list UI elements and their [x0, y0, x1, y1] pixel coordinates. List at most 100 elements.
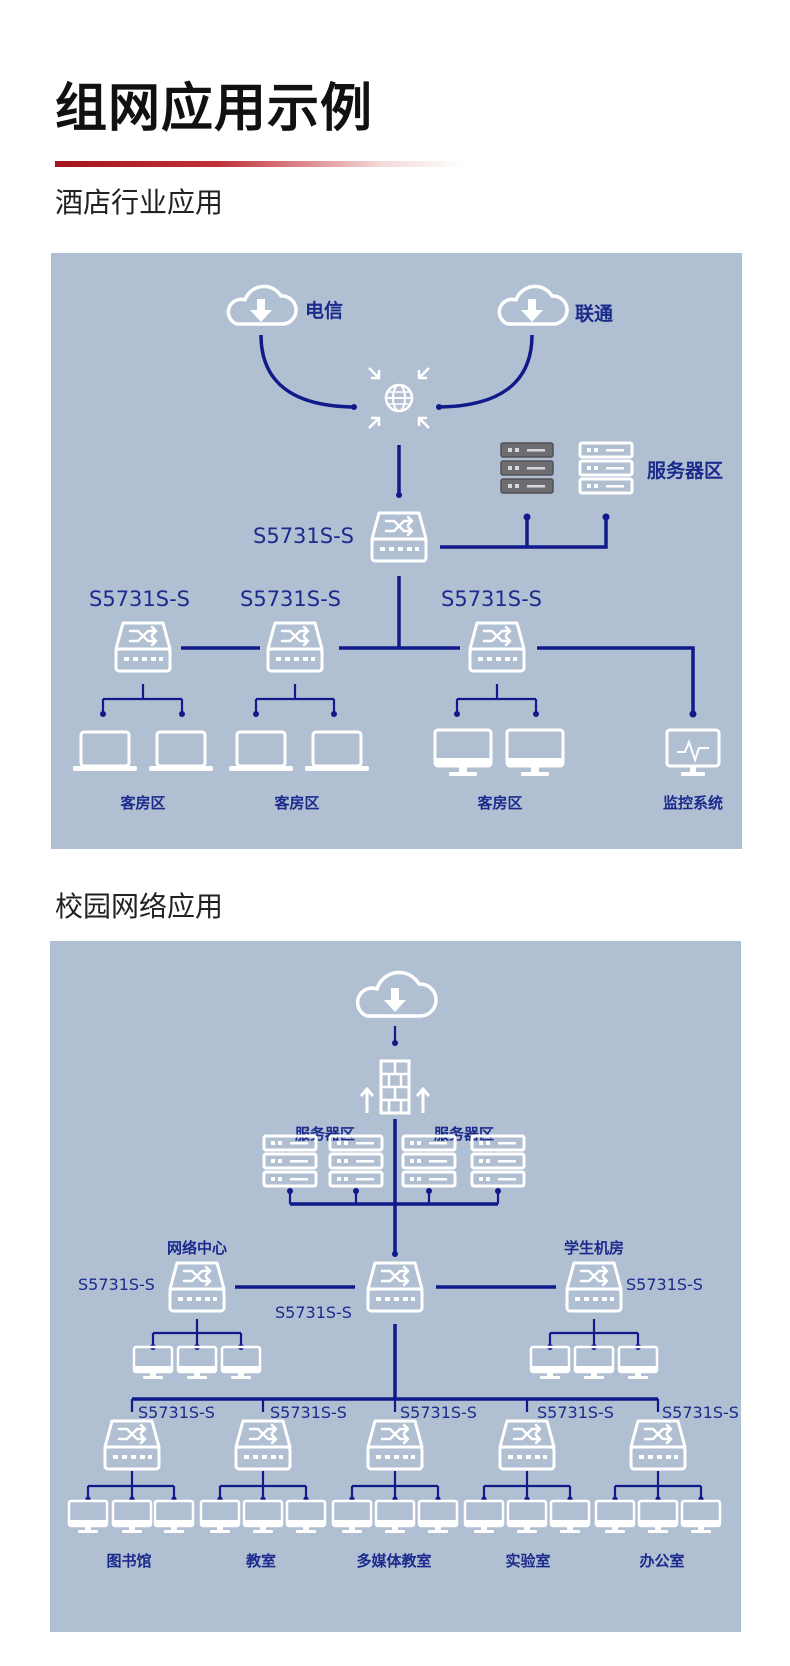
sw1-port-b — [179, 711, 185, 717]
firewall-icon — [359, 1059, 431, 1115]
telecom-cloud-icon — [226, 284, 298, 326]
left-switch-label: S5731S-S — [78, 1275, 155, 1294]
server-icon — [470, 1134, 526, 1188]
bottom-switch-5-icon — [629, 1419, 687, 1471]
sw3-drop-lines — [455, 684, 538, 713]
zone-label-4: 监控系统 — [663, 794, 723, 812]
monitor-icon — [529, 1345, 571, 1381]
right-switch-icon — [565, 1261, 623, 1313]
access-switch-2-icon — [266, 621, 324, 673]
core-switch-icon — [366, 1261, 424, 1313]
monitor-icon — [220, 1345, 262, 1381]
monitor-icon — [417, 1499, 459, 1535]
sw2-drop-lines — [254, 684, 336, 713]
unicom-uplink-curve — [439, 334, 534, 409]
monitor-icon — [594, 1499, 636, 1535]
zone-library-label: 图书馆 — [106, 1552, 151, 1570]
monitor-icon — [153, 1499, 195, 1535]
monitor-icon — [680, 1499, 722, 1535]
zone-label-3: 客房区 — [476, 794, 522, 812]
title-underline — [55, 161, 465, 167]
monitor-icon — [506, 1499, 548, 1535]
monitor-icon — [331, 1499, 373, 1535]
zone-lab-label: 实验室 — [505, 1552, 550, 1570]
zone-classroom-label: 教室 — [245, 1552, 276, 1570]
monitor-icon — [285, 1499, 327, 1535]
bottom-switch-1-icon — [103, 1419, 161, 1471]
monitor-icon — [549, 1499, 591, 1535]
bottom-bus-drops — [130, 1399, 660, 1412]
bottom-switch-2-icon — [234, 1419, 292, 1471]
bottom-switch-5-label: S5731S-S — [662, 1403, 739, 1422]
network-center-label: 网络中心 — [167, 1239, 227, 1257]
monitor-icon — [132, 1345, 174, 1381]
bottom-switch-3-icon — [366, 1419, 424, 1471]
right-switch-drops — [548, 1319, 640, 1346]
left-switch-icon — [168, 1261, 226, 1313]
server-port-1 — [287, 1188, 293, 1194]
right-switch-label: S5731S-S — [626, 1275, 703, 1294]
core-port — [392, 1251, 398, 1257]
access-switch-1-icon — [114, 621, 172, 673]
server-port-2 — [353, 1188, 359, 1194]
unicom-cloud-icon — [497, 284, 569, 326]
sw1-port-a — [100, 711, 106, 717]
monitor-icon — [199, 1499, 241, 1535]
telecom-label: 电信 — [305, 299, 343, 322]
monitor-icon — [67, 1499, 109, 1535]
unicom-label: 联通 — [575, 303, 614, 325]
server-port-3 — [426, 1188, 432, 1194]
access-switch-1-label: S5731S-S — [89, 587, 190, 611]
telecom-link-end — [351, 404, 357, 410]
server-zone-right-label: 服务器区 — [434, 1125, 494, 1143]
laptop-icon — [147, 730, 215, 773]
student-lab-label: 学生机房 — [564, 1239, 624, 1257]
page-title: 组网应用示例 — [55, 79, 374, 139]
laptop-icon — [71, 730, 139, 773]
zone-office-label: 办公室 — [639, 1552, 684, 1570]
surveillance-monitor-icon — [665, 728, 721, 778]
monitor-icon — [111, 1499, 153, 1535]
telecom-uplink-curve — [259, 334, 354, 409]
internet-globe-icon — [367, 366, 431, 430]
zone-multimedia-label: 多媒体教室 — [356, 1552, 431, 1570]
campus-section-title: 校园网络应用 — [55, 890, 224, 923]
bottom-sw1-drops — [86, 1471, 176, 1498]
bottom-switch-1-label: S5731S-S — [138, 1403, 215, 1422]
monitor-link-line — [537, 646, 695, 713]
access-switch-2-label: S5731S-S — [240, 587, 341, 611]
core-switch-icon — [370, 511, 428, 563]
sw1-drop-lines — [101, 684, 184, 713]
monitor-icon — [176, 1345, 218, 1381]
monitor-icon — [242, 1499, 284, 1535]
zone-label-1: 客房区 — [119, 794, 165, 812]
bottom-switch-3-label: S5731S-S — [400, 1403, 477, 1422]
firewall-port — [392, 1040, 398, 1046]
monitor-icon — [433, 728, 493, 778]
core-switch-port — [396, 492, 402, 498]
monitor-port — [689, 710, 697, 718]
zone-label-2: 客房区 — [273, 794, 319, 812]
monitor-icon — [617, 1345, 659, 1381]
laptop-icon — [303, 730, 371, 773]
server-port-4 — [495, 1188, 501, 1194]
core-switch-label: S5731S-S — [253, 524, 354, 548]
monitor-icon — [573, 1345, 615, 1381]
server-zone-label: 服务器区 — [647, 459, 723, 482]
server-drops — [288, 1191, 500, 1204]
bottom-sw2-drops — [218, 1471, 308, 1498]
unicom-link-end — [436, 404, 442, 410]
bottom-sw3-drops — [350, 1471, 440, 1498]
server-dark-icon — [500, 442, 554, 494]
sw2-port-b — [331, 711, 337, 717]
server-icon — [328, 1134, 384, 1188]
monitor-icon — [463, 1499, 505, 1535]
laptop-icon — [227, 730, 295, 773]
campus-diagram-panel: 服务器区 服务器区 网络中心 学生机房 S5731S-S S5731S-S S5… — [50, 941, 741, 1632]
server-port-2 — [602, 513, 610, 521]
access-switch-3-label: S5731S-S — [441, 587, 542, 611]
access-switch-3-icon — [468, 621, 526, 673]
monitor-icon — [374, 1499, 416, 1535]
bottom-switch-2-label: S5731S-S — [270, 1403, 347, 1422]
core-to-server-line — [440, 517, 608, 549]
